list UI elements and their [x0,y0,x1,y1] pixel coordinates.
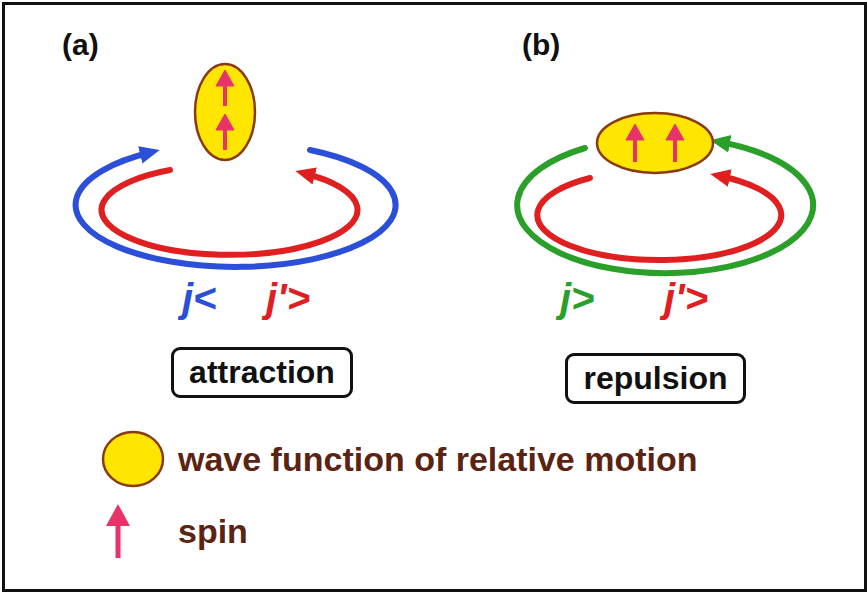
box-label: repulsion [583,360,727,397]
wave-function [195,64,255,160]
process-box: repulsion [565,353,746,404]
process-box: attraction [171,347,353,398]
panel-letter: (a) [62,28,99,62]
legend-text: wave function of relative motion [178,440,698,479]
angular-momentum-label: j'> [266,276,310,321]
spin-arrows [626,124,684,162]
box-label: attraction [189,354,335,391]
legend-text: spin [178,512,248,551]
spin-arrows [216,70,234,150]
panel-letter: (b) [522,28,560,62]
orbit-j-prime [537,176,781,260]
orbit-j-lower [76,150,396,267]
legend-entry: wave function of relative motion [98,428,698,490]
legend-entry: spin [98,500,248,562]
legend-symbol [98,500,168,562]
angular-momentum-label: j'> [664,276,708,321]
angular-momentum-label: j> [560,276,594,321]
orbit-j-prime [102,170,358,255]
angular-momentum-label: j< [182,276,216,321]
wave-function [597,113,713,173]
legend-swatch [98,428,168,490]
